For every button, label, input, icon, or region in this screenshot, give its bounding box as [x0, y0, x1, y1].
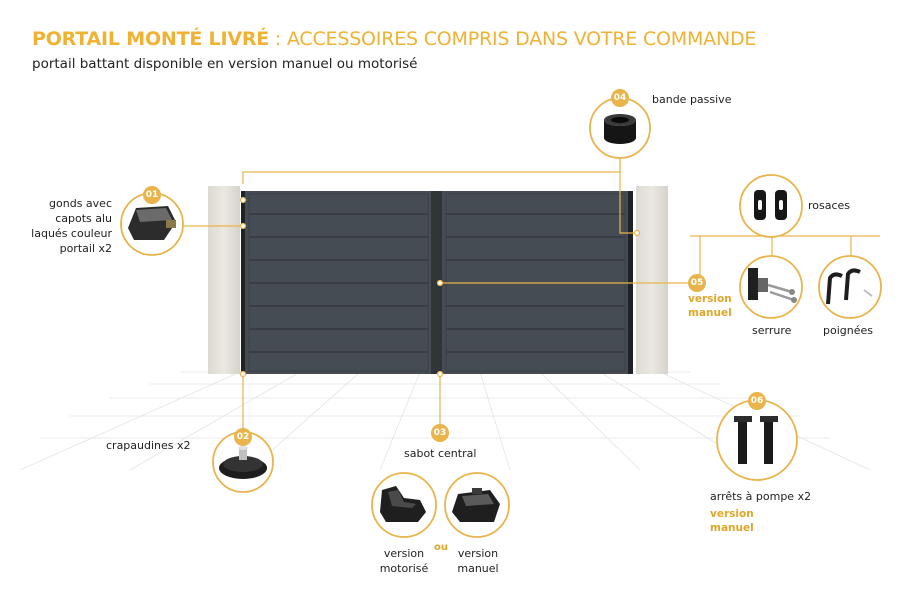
label-serrure: serrure — [752, 324, 792, 337]
rosette-icon — [739, 174, 803, 238]
label-arrets-pompe: arrêts à pompe x2 — [710, 490, 812, 503]
gate-left-frame — [241, 191, 245, 374]
title-bold: PORTAIL MONTÉ LIVRÉ — [32, 28, 270, 50]
badge-03: 03 — [431, 424, 449, 442]
badge-05: 05 — [688, 274, 706, 292]
label-gonds: gonds avec capots alu laqués couleur por… — [31, 197, 112, 255]
label-sabot-manuel: version manuel — [457, 547, 499, 575]
label-rosaces: rosaces — [808, 199, 851, 212]
passive-strip-roll-icon — [589, 97, 651, 159]
label-06-version: version manuel — [710, 508, 754, 534]
page-subtitle: portail battant disponible en version ma… — [32, 56, 418, 72]
right-pillar — [636, 186, 668, 374]
left-pillar — [208, 186, 240, 374]
label-ou: ou — [434, 542, 448, 553]
lock-icon — [739, 255, 803, 319]
pivot-base-icon — [212, 431, 274, 493]
anchor-dots — [239, 196, 641, 378]
central-stop-motorise-icon — [371, 472, 437, 538]
title-rest: : ACCESSOIRES COMPRIS DANS VOTRE COMMAND… — [269, 28, 757, 50]
label-crapaudines: crapaudines x2 — [106, 439, 191, 452]
gate-center-gap — [431, 191, 442, 374]
leader-lines — [180, 150, 880, 430]
badge-02: 02 — [234, 428, 252, 446]
label-05-version: version manuel — [688, 293, 732, 319]
badge-01: 01 — [143, 186, 161, 204]
handle-icon — [818, 255, 882, 319]
label-sabot-motorise: version motorisé — [379, 547, 429, 575]
label-poignees: poignées — [823, 324, 873, 337]
badge-04: 04 — [611, 89, 629, 107]
label-sabot-central: sabot central — [404, 447, 477, 460]
page-title: PORTAIL MONTÉ LIVRÉ : ACCESSOIRES COMPRI… — [32, 28, 756, 50]
hinge-icon — [120, 192, 184, 256]
badge-06: 06 — [748, 392, 766, 410]
pump-stop-icon — [716, 399, 798, 481]
label-bande-passive: bande passive — [652, 93, 732, 106]
central-stop-manuel-icon — [444, 472, 510, 538]
